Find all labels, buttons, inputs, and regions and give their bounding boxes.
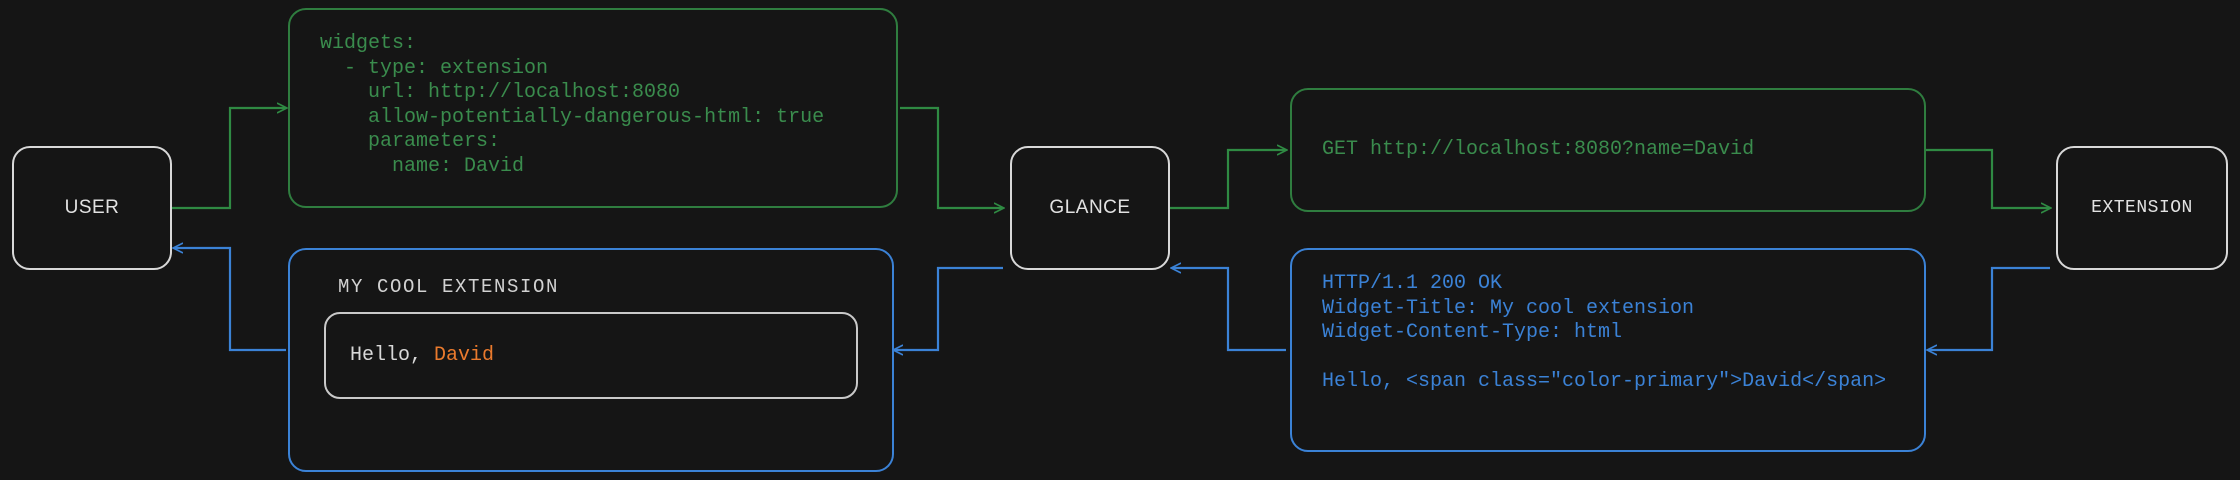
config-yaml-text: widgets: - type: extension url: http://l… — [320, 32, 825, 178]
edge-extension-to-response — [1928, 266, 2050, 350]
http-request-box: GET http://localhost:8080?name=David — [1290, 88, 1926, 212]
widget-preview-box: MY COOL EXTENSION Hello, David — [288, 248, 894, 472]
node-glance[interactable]: GLANCE — [1010, 146, 1170, 270]
edge-user-to-config — [172, 108, 286, 210]
widget-greeting-text: Hello, — [350, 344, 435, 367]
edge-widget-to-user — [174, 248, 286, 352]
http-response-text: HTTP/1.1 200 OK Widget-Title: My cool ex… — [1322, 272, 1887, 393]
config-yaml-box: widgets: - type: extension url: http://l… — [288, 8, 898, 208]
edge-config-to-glance — [900, 106, 1003, 208]
node-user-label: USER — [64, 197, 120, 218]
widget-name-highlight: David — [434, 344, 495, 367]
edge-response-to-glance — [1172, 268, 1286, 352]
edge-glance-to-request — [1170, 150, 1286, 210]
edge-glance-to-widget — [894, 266, 1003, 350]
http-request-text: GET http://localhost:8080?name=David — [1322, 137, 1755, 161]
widget-preview-content: Hello, David — [324, 312, 858, 399]
node-user[interactable]: USER — [12, 146, 172, 270]
node-glance-label: GLANCE — [1049, 197, 1131, 218]
node-extension[interactable]: EXTENSION — [2056, 146, 2228, 270]
edge-request-to-extension — [1926, 148, 2050, 208]
http-response-box: HTTP/1.1 200 OK Widget-Title: My cool ex… — [1290, 248, 1926, 452]
widget-preview-title: MY COOL EXTENSION — [338, 276, 560, 298]
node-extension-label: EXTENSION — [2091, 198, 2193, 218]
